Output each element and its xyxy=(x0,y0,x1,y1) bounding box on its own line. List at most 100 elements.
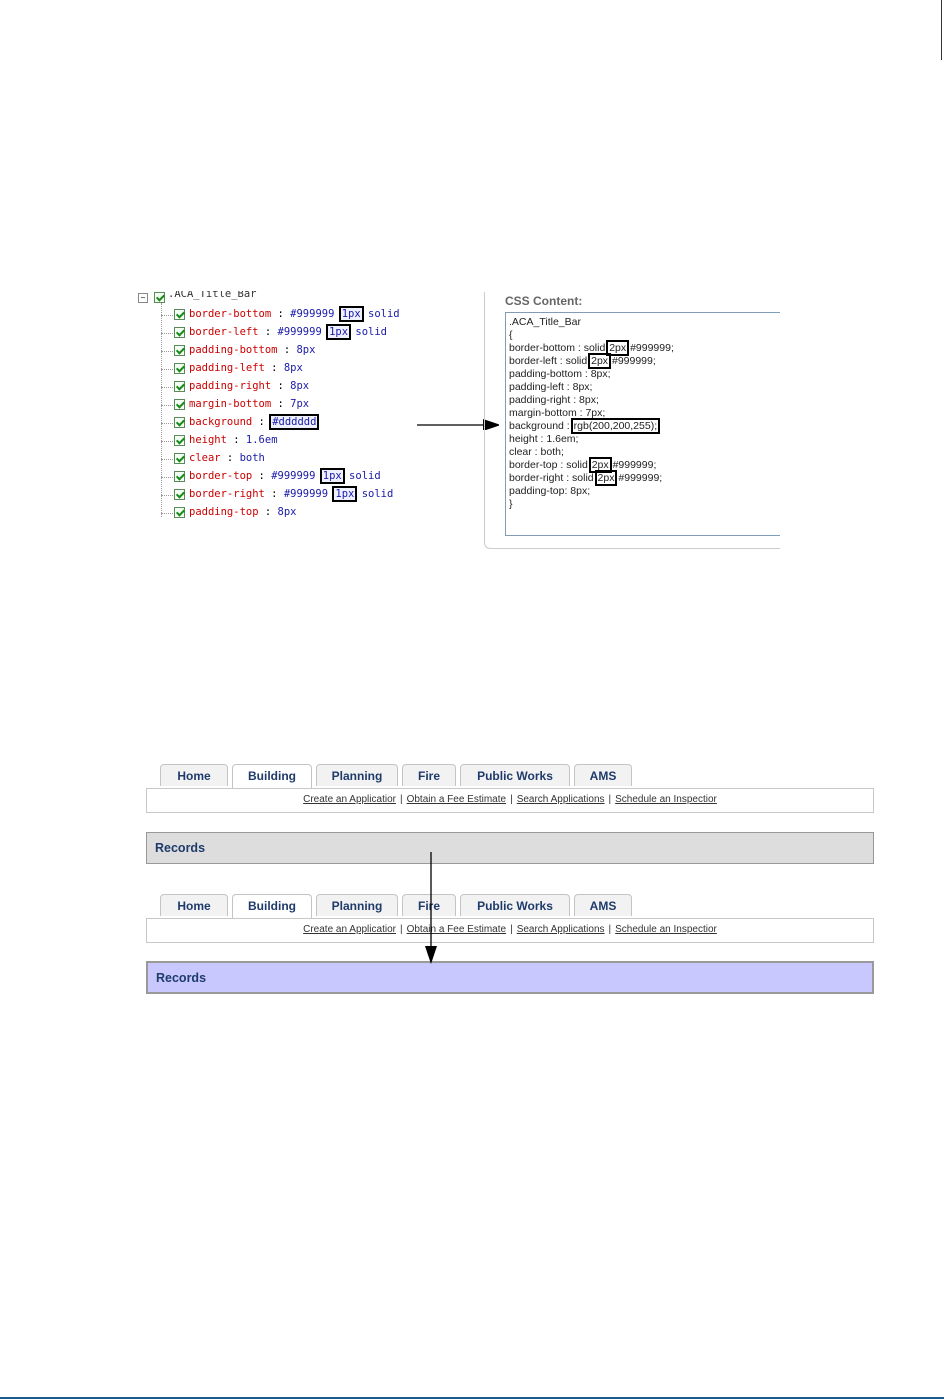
css-text-line: border-right : solid 2px #999999; xyxy=(509,470,663,486)
subnav-after: Create an Applicatior|Obtain a Fee Estim… xyxy=(146,918,874,943)
checkbox-icon[interactable] xyxy=(174,453,185,464)
property-name: background xyxy=(189,416,253,428)
checkbox-icon[interactable] xyxy=(174,363,185,374)
tree-item[interactable]: padding-left : 8px xyxy=(161,360,481,378)
checkbox-icon[interactable] xyxy=(174,435,185,446)
css-text-line: border-bottom : solid 2px #999999; xyxy=(509,340,674,356)
css-text-line: .ACA_Title_Bar xyxy=(509,316,581,328)
property-value-suffix: solid xyxy=(355,488,394,500)
checkbox-icon[interactable] xyxy=(174,471,185,482)
property-value: both xyxy=(239,452,265,464)
tree-item[interactable]: padding-top : 8px xyxy=(161,504,481,522)
property-separator: : xyxy=(271,398,291,410)
tree-item[interactable]: background : #dddddd xyxy=(161,414,481,432)
property-name: border-right xyxy=(189,488,265,500)
property-value: #999999 xyxy=(290,308,341,320)
property-separator: : xyxy=(258,326,278,338)
tree-item[interactable]: height : 1.6em xyxy=(161,432,481,450)
tree-connector xyxy=(161,303,162,517)
css-text: border-bottom : solid xyxy=(509,342,609,354)
checkbox-icon[interactable] xyxy=(174,381,185,392)
subnav-divider: | xyxy=(399,794,403,805)
checkbox-icon[interactable] xyxy=(174,417,185,428)
highlighted-value: rgb(200,200,255); xyxy=(570,418,661,434)
subnav-link[interactable]: Schedule an Inspectior xyxy=(615,794,717,805)
css-text: padding-top: 8px; xyxy=(509,485,591,497)
css-tree-figure: − .ACA_Title_Bar border-bottom : #999999… xyxy=(138,291,780,559)
property-name: border-top xyxy=(189,470,253,482)
tab-home[interactable]: Home xyxy=(160,894,228,916)
property-value: #999999 xyxy=(271,470,322,482)
subnav-divider: | xyxy=(608,794,612,805)
property-value: 8px xyxy=(283,362,303,374)
tree-item[interactable]: border-top : #999999 1px solid xyxy=(161,468,481,486)
checkbox-icon[interactable] xyxy=(174,309,185,320)
checkbox-icon[interactable] xyxy=(154,292,165,303)
css-text-suffix: #999999; xyxy=(615,472,663,484)
subnav-link[interactable]: Search Applications xyxy=(516,794,605,805)
css-text-suffix: #999999; xyxy=(609,355,656,367)
tree-connector xyxy=(161,495,173,496)
css-text: border-left : solid xyxy=(509,355,591,367)
collapse-icon[interactable]: − xyxy=(138,293,148,303)
tree-connector xyxy=(161,351,173,352)
tab-fire[interactable]: Fire xyxy=(402,894,456,916)
tab-public-works[interactable]: Public Works xyxy=(460,764,570,786)
css-property-tree: − .ACA_Title_Bar border-bottom : #999999… xyxy=(138,291,478,559)
subnav-link[interactable]: Obtain a Fee Estimate xyxy=(406,924,507,935)
checkbox-icon[interactable] xyxy=(174,327,185,338)
tree-connector xyxy=(161,369,173,370)
tree-item[interactable]: padding-bottom : 8px xyxy=(161,342,481,360)
tree-item-text: padding-left : 8px xyxy=(189,362,303,374)
tab-planning[interactable]: Planning xyxy=(316,894,398,916)
checkbox-icon[interactable] xyxy=(174,489,185,500)
subnav-divider: | xyxy=(399,924,403,935)
tab-ams[interactable]: AMS xyxy=(574,894,632,916)
property-separator: : xyxy=(264,488,284,500)
subnav-link[interactable]: Create an Applicatior xyxy=(303,794,396,805)
tree-item[interactable]: border-right : #999999 1px solid xyxy=(161,486,481,504)
tree-item-text: border-bottom : #999999 1px solid xyxy=(189,306,400,322)
tree-item[interactable]: margin-bottom : 7px xyxy=(161,396,481,414)
tab-building[interactable]: Building xyxy=(232,894,312,919)
tree-item[interactable]: border-left : #999999 1px solid xyxy=(161,324,481,342)
checkbox-icon[interactable] xyxy=(174,399,185,410)
tab-planning[interactable]: Planning xyxy=(316,764,398,786)
css-text: .ACA_Title_Bar xyxy=(509,316,581,328)
tab-fire[interactable]: Fire xyxy=(402,764,456,786)
css-text: background : xyxy=(509,420,573,432)
tree-item[interactable]: padding-right : 8px xyxy=(161,378,481,396)
checkbox-icon[interactable] xyxy=(174,507,185,518)
checkbox-icon[interactable] xyxy=(174,345,185,356)
css-text: { xyxy=(509,329,513,341)
property-name: padding-bottom xyxy=(189,344,278,356)
property-name: clear xyxy=(189,452,221,464)
property-value: 8px xyxy=(277,506,297,518)
subnav-link[interactable]: Schedule an Inspectior xyxy=(615,924,717,935)
tree-item[interactable]: border-bottom : #999999 1px solid xyxy=(161,306,481,324)
subnav-link[interactable]: Obtain a Fee Estimate xyxy=(406,794,507,805)
tree-item-text: border-top : #999999 1px solid xyxy=(189,468,381,484)
tree-item-text: padding-right : 8px xyxy=(189,380,309,392)
property-value-suffix: solid xyxy=(361,308,400,320)
css-text-line: } xyxy=(509,498,513,510)
highlighted-value: 2px xyxy=(594,470,618,486)
css-text-line: clear : both; xyxy=(509,446,564,458)
tree-connector xyxy=(161,423,173,424)
css-text: border-top : solid xyxy=(509,459,591,471)
tree-item-text: padding-top : 8px xyxy=(189,506,296,518)
page-edge-rule xyxy=(941,0,942,60)
tab-building[interactable]: Building xyxy=(232,764,312,789)
tab-ams[interactable]: AMS xyxy=(574,764,632,786)
tree-item-text: border-right : #999999 1px solid xyxy=(189,486,394,502)
tab-home[interactable]: Home xyxy=(160,764,228,786)
highlighted-value: 1px xyxy=(332,486,358,502)
property-separator: : xyxy=(226,434,246,446)
property-value-suffix: solid xyxy=(349,326,387,338)
subnav-link[interactable]: Create an Applicatior xyxy=(303,924,396,935)
tree-item[interactable]: clear : both xyxy=(161,450,481,468)
tree-item-text: padding-bottom : 8px xyxy=(189,344,315,356)
css-content-textarea[interactable]: .ACA_Title_Bar{border-bottom : solid 2px… xyxy=(505,312,780,536)
tab-public-works[interactable]: Public Works xyxy=(460,894,570,916)
subnav-link[interactable]: Search Applications xyxy=(516,924,605,935)
